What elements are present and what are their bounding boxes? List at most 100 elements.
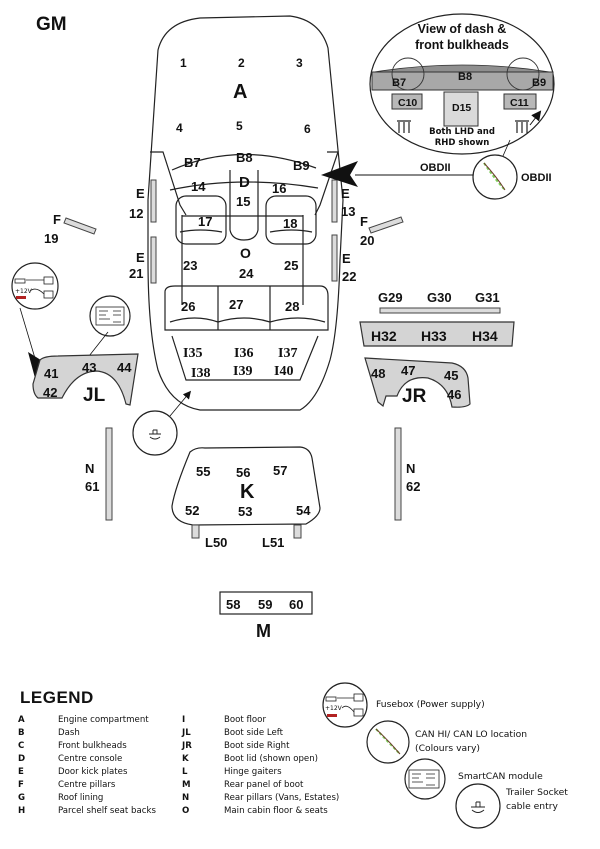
- kick-plate-21: [150, 236, 157, 284]
- boot-side-left: 41 42 43 44 JL: [32, 353, 139, 406]
- boot-floor-points: I35 I36 I37 I38 I39 I40: [183, 346, 297, 381]
- point-g29: G29: [378, 290, 403, 305]
- pillar-19-zone: F: [53, 212, 61, 227]
- point-4: 4: [176, 121, 183, 135]
- cabin-points: 14 D 15 16 17 18 O 23 24 25 26 27 28: [181, 174, 299, 314]
- point-57: 57: [273, 463, 287, 478]
- point-i39: I39: [233, 364, 252, 379]
- legend-desc-n: Rear pillars (Vans, Estates): [224, 793, 340, 803]
- inset-b9: B9: [532, 77, 546, 89]
- legend-key-h: H: [18, 806, 26, 816]
- rear-pillar-61: [105, 427, 113, 521]
- legend-key-l: L: [182, 767, 188, 777]
- kick-plate-21-zone: E: [136, 250, 145, 265]
- pillar-20: [368, 216, 404, 234]
- legend-desc-a: Engine compartment: [58, 715, 149, 725]
- kick-plate-13: [331, 179, 338, 223]
- point-b9: B9: [293, 158, 310, 173]
- point-3: 3: [296, 56, 303, 70]
- kick-plate-12-num: 12: [129, 206, 143, 221]
- legend-desc-c: Front bulkheads: [58, 741, 127, 751]
- point-18: 18: [283, 216, 297, 231]
- kick-plate-12: [150, 179, 157, 223]
- zone-o: O: [240, 245, 251, 261]
- point-i37: I37: [278, 346, 297, 361]
- legend-key-jl: JL: [182, 728, 191, 738]
- inset-title-1: View of dash &: [418, 22, 507, 36]
- legend-key-m: M: [182, 780, 191, 790]
- point-b8: B8: [236, 150, 253, 165]
- inset-note-1: Both LHD and: [429, 127, 495, 137]
- zone-a: A: [233, 81, 247, 103]
- fusebox-callout: +12V: [11, 262, 59, 378]
- kick-plate-22: [331, 234, 338, 282]
- legend-key-o: O: [182, 806, 190, 816]
- kick-plate-13-zone: E: [341, 186, 350, 201]
- point-16: 16: [272, 181, 286, 196]
- rear-panel: 58 59 60 M: [219, 591, 313, 641]
- legend-desc-b: Dash: [58, 728, 80, 738]
- legend-trailer-label-1: Trailer Socket: [506, 787, 568, 798]
- point-g31: G31: [475, 290, 500, 305]
- legend-can-label-2: (Colours vary): [415, 743, 480, 754]
- legend-can-icon: [366, 720, 410, 764]
- inset-b8: B8: [458, 71, 472, 83]
- legend-key-b: B: [18, 728, 25, 738]
- kick-plate-13-num: 13: [341, 204, 355, 219]
- point-23: 23: [183, 258, 197, 273]
- legend-key-e: E: [18, 767, 24, 777]
- rear-pillar-62-num: 62: [406, 479, 420, 494]
- point-42: 42: [43, 385, 57, 400]
- legend-desc-d: Centre console: [58, 754, 123, 764]
- point-h34: H34: [472, 328, 498, 344]
- legend-key-jr: JR: [182, 741, 192, 751]
- door-kick-plates: E 12 E 13 E 21 E 22: [129, 179, 356, 284]
- legend-desc-m: Rear panel of boot: [224, 780, 304, 790]
- car-body: [147, 15, 344, 411]
- zone-jl: JL: [83, 385, 106, 406]
- rear-pillar-62-zone: N: [406, 461, 415, 476]
- legend-12v-label: +12V: [325, 705, 343, 712]
- hinge-gaiters: L50 L51: [191, 524, 302, 550]
- legend-key-d: D: [18, 754, 26, 764]
- point-54: 54: [296, 503, 311, 518]
- point-h33: H33: [421, 328, 447, 344]
- kick-plate-22-zone: E: [342, 251, 351, 266]
- legend-smartcan-icon: [404, 758, 446, 800]
- point-17: 17: [198, 214, 212, 229]
- obd-arrow-label: OBDII: [420, 162, 451, 174]
- rear-pillar-61-num: 61: [85, 479, 99, 494]
- point-l50: L50: [205, 535, 227, 550]
- kick-plate-21-num: 21: [129, 266, 143, 281]
- point-41: 41: [44, 366, 58, 381]
- point-27: 27: [229, 297, 243, 312]
- point-52: 52: [185, 503, 199, 518]
- boot-lid: 55 56 57 K 52 53 54: [171, 446, 321, 526]
- legend-key-f: F: [18, 780, 24, 790]
- point-14: 14: [191, 179, 206, 194]
- inset-c10: C10: [398, 97, 417, 109]
- point-i35: I35: [183, 346, 202, 361]
- dash-points: B7 B8 B9: [184, 150, 310, 173]
- obd-circle-label: OBDII: [521, 172, 552, 184]
- point-55: 55: [196, 464, 210, 479]
- legend-key-i: I: [182, 715, 186, 725]
- point-1: 1: [180, 56, 187, 70]
- legend-trailer-icon: [455, 783, 501, 829]
- roof-lining: G29 G30 G31: [378, 290, 501, 314]
- legend-key-a: A: [18, 715, 25, 725]
- legend-can-label-1: CAN HI/ CAN LO location: [415, 729, 528, 740]
- zone-jr: JR: [402, 386, 427, 407]
- brand-label: GM: [36, 14, 67, 35]
- kick-plate-12-zone: E: [136, 186, 145, 201]
- fusebox-12v-label: +12V: [15, 288, 33, 295]
- legend-desc-h: Parcel shelf seat backs: [58, 806, 156, 816]
- rear-pillars: N 61 N 62: [85, 427, 420, 521]
- hinge-51: [293, 524, 302, 539]
- legend-desc-o: Main cabin floor & seats: [224, 806, 328, 816]
- kick-plate-22-num: 22: [342, 269, 356, 284]
- legend-desc-jl: Boot side Left: [224, 728, 284, 738]
- point-24: 24: [239, 266, 254, 281]
- point-g30: G30: [427, 290, 452, 305]
